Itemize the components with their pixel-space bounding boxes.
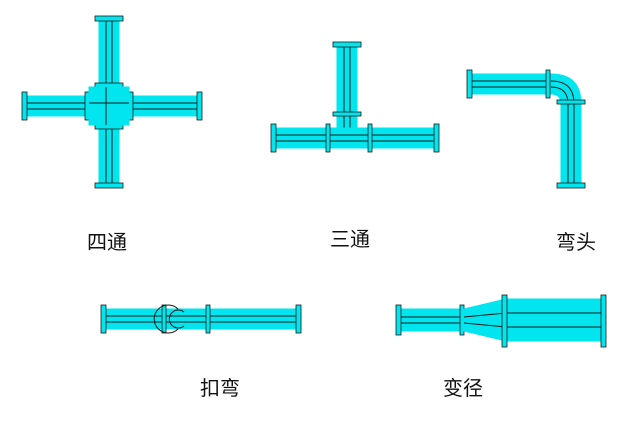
cross-fitting [21,15,203,189]
reducer-fitting [395,294,607,348]
tee-fitting [270,41,440,153]
tee-label: 三通 [330,227,370,251]
elbow-label: 弯头 [556,230,596,254]
elbow-fitting [466,69,586,189]
bypass-bend-fitting [100,304,302,334]
cross-label: 四通 [87,230,127,254]
reducer-label: 变径 [443,376,483,400]
bypass-label: 扣弯 [200,376,240,400]
